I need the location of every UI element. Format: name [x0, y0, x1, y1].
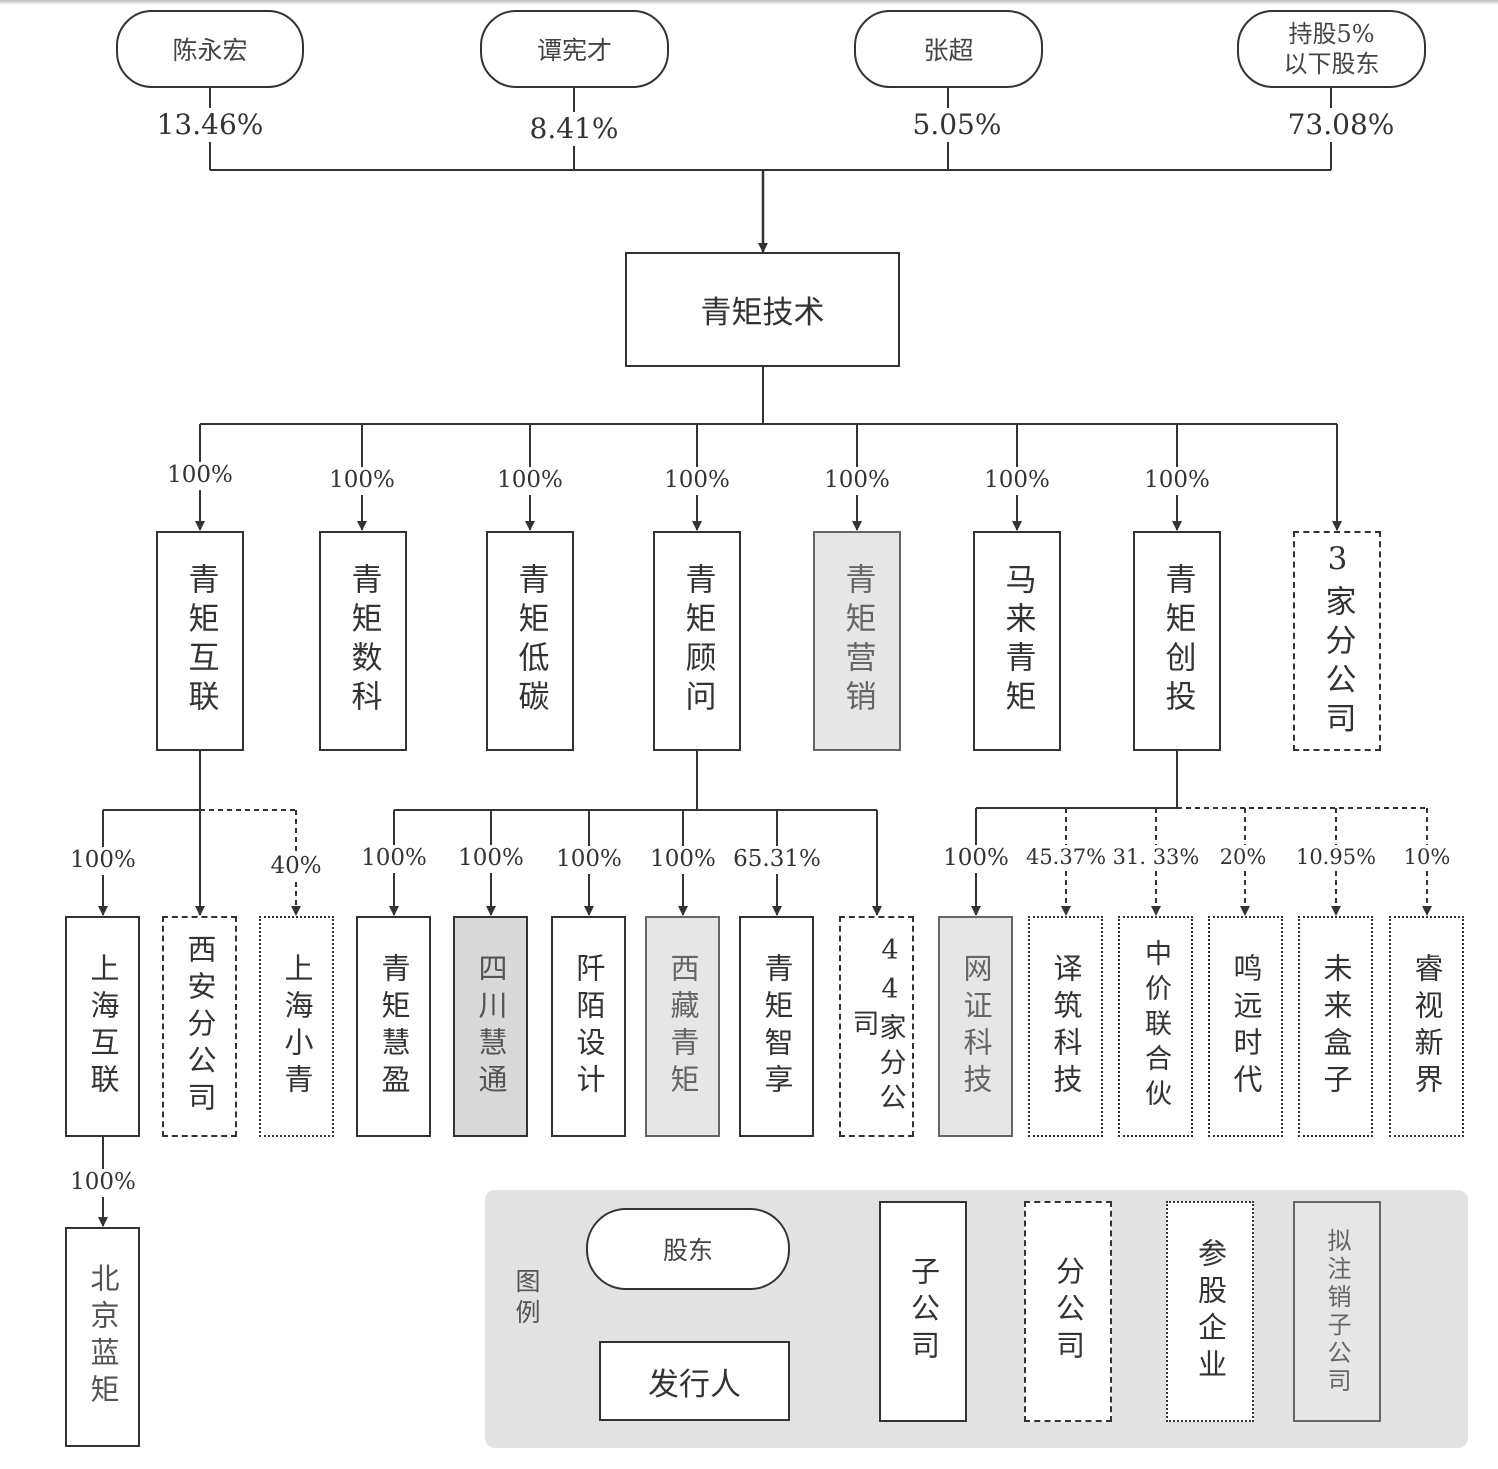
branch-office-node: 3家分公司 [1293, 531, 1381, 751]
legend-subsidiary-label: 子公司 [906, 1256, 941, 1367]
subsidiary-name: 青矩低碳 [512, 563, 549, 719]
legend-to-be-cancelled-sample: 拟注销子公司 [1293, 1201, 1381, 1422]
child-percent: 100% [941, 845, 1011, 873]
child-percent: 100% [68, 1169, 138, 1197]
associate-node: 译筑科技 [1028, 916, 1103, 1137]
legend-issuer-sample: 发行人 [599, 1341, 790, 1421]
shareholder-name-line2: 以下股东 [1283, 50, 1380, 78]
subsidiary-percent: 100% [495, 467, 565, 495]
legend-issuer-label: 发行人 [648, 1366, 741, 1403]
shareholder-name: 谭宪才 [536, 36, 612, 65]
subsidiary-name: 青矩营销 [839, 563, 876, 719]
associate-node: 鸣远时代 [1208, 916, 1283, 1137]
associate-name: 未来盒子 [1319, 952, 1353, 1101]
legend-branch-sample: 分公司 [1024, 1201, 1112, 1422]
child-percent: 45.37% [1023, 845, 1109, 871]
subsidiary-percent: 100% [982, 467, 1052, 495]
subsidiary-name: 青矩智享 [760, 952, 794, 1101]
branch-office-name: 3家分公司 [1319, 541, 1356, 741]
legend-associate-label: 参股企业 [1193, 1237, 1228, 1386]
subsidiary-node-to-be-cancelled: 四川慧通 [453, 916, 528, 1137]
associate-name: 上海小青 [280, 952, 314, 1101]
subsidiary-percent: 100% [165, 462, 235, 490]
subsidiary-percent: 100% [822, 467, 892, 495]
child-percent: 10% [1401, 845, 1453, 871]
child-percent: 100% [68, 847, 138, 875]
branch-office-name: 44家分公司 [847, 935, 906, 1118]
subsidiary-name: 四川慧通 [474, 952, 508, 1101]
child-percent: 10.95% [1293, 845, 1379, 871]
shareholder-name-line1: 持股5% [1288, 20, 1375, 48]
subsidiary-node: 马来青矩 [973, 531, 1061, 751]
shareholder-node: 张超 [854, 10, 1043, 88]
subsidiary-node-to-be-cancelled: 西藏青矩 [645, 916, 720, 1137]
subsidiary-percent: 100% [1142, 467, 1212, 495]
associate-name: 译筑科技 [1049, 952, 1083, 1101]
subsidiary-node: 青矩顾问 [653, 531, 741, 751]
subsidiary-name: 青矩数科 [345, 563, 382, 719]
subsidiary-percent: 100% [327, 467, 397, 495]
subsidiary-name: 上海互联 [86, 952, 120, 1101]
subsidiary-node: 青矩智享 [739, 916, 814, 1137]
child-percent: 100% [648, 846, 718, 874]
shareholder-node: 陈永宏 [116, 10, 304, 88]
subsidiary-name: 阡陌设计 [572, 952, 606, 1101]
legend-subsidiary-sample: 子公司 [879, 1201, 967, 1422]
subsidiary-node: 阡陌设计 [551, 916, 626, 1137]
shareholder-name: 张超 [923, 36, 974, 65]
legend-branch-label: 分公司 [1051, 1256, 1086, 1367]
legend-associate-sample: 参股企业 [1166, 1201, 1254, 1422]
branch-office-name: 西安分公司 [183, 934, 217, 1119]
subsidiary-name: 北京蓝矩 [86, 1263, 120, 1411]
branch-office-node: 西安分公司 [162, 916, 237, 1137]
child-percent: 100% [359, 845, 429, 873]
subsidiary-node: 北京蓝矩 [65, 1227, 140, 1447]
associate-node: 上海小青 [259, 916, 334, 1137]
shareholder-node: 持股5% 以下股东 [1237, 10, 1426, 88]
subsidiary-name: 青矩顾问 [679, 563, 716, 719]
shareholder-name: 陈永宏 [172, 36, 248, 65]
child-percent: 100% [554, 846, 624, 874]
shareholding-percent: 5.05% [910, 108, 1004, 142]
subsidiary-percent: 100% [662, 467, 732, 495]
child-percent: 20% [1217, 845, 1269, 871]
issuer-name: 青矩技术 [700, 295, 825, 331]
subsidiary-node: 青矩创投 [1133, 531, 1221, 751]
legend-title: 图例 [512, 1268, 541, 1330]
associate-node: 中价联合伙 [1118, 916, 1193, 1137]
associate-name: 中价联合伙 [1140, 939, 1171, 1114]
window-top-shadow [0, 0, 1498, 5]
subsidiary-name: 青矩互联 [182, 563, 219, 719]
subsidiary-node: 青矩数科 [319, 531, 407, 751]
associate-name: 鸣远时代 [1229, 952, 1263, 1101]
child-percent: 40% [268, 853, 324, 881]
subsidiary-name: 青矩慧盈 [377, 952, 411, 1101]
shareholding-percent: 8.41% [527, 112, 621, 146]
subsidiary-name: 马来青矩 [999, 563, 1036, 719]
subsidiary-name: 网证科技 [959, 952, 993, 1101]
legend-to-be-cancelled-label: 拟注销子公司 [1323, 1227, 1351, 1396]
shareholding-percent: 13.46% [154, 108, 266, 142]
legend-shareholder-sample: 股东 [586, 1208, 790, 1290]
shareholding-percent: 73.08% [1285, 108, 1397, 142]
subsidiary-node: 上海互联 [65, 916, 140, 1137]
child-percent: 100% [456, 845, 526, 873]
issuer-node: 青矩技术 [625, 252, 900, 367]
subsidiary-node: 青矩低碳 [486, 531, 574, 751]
shareholder-node: 谭宪才 [480, 10, 669, 88]
associate-node: 睿视新界 [1389, 916, 1464, 1137]
subsidiary-name: 青矩创投 [1159, 563, 1196, 719]
child-percent: 31. 33% [1110, 845, 1202, 871]
associate-name: 睿视新界 [1410, 952, 1444, 1101]
subsidiary-node-to-be-cancelled: 青矩营销 [813, 531, 901, 751]
branch-office-node: 44家分公司 [839, 916, 914, 1137]
subsidiary-name: 西藏青矩 [666, 952, 700, 1101]
associate-node: 未来盒子 [1298, 916, 1373, 1137]
legend-shareholder-label: 股东 [662, 1236, 713, 1265]
subsidiary-node-to-be-cancelled: 网证科技 [938, 916, 1013, 1137]
subsidiary-node: 青矩互联 [156, 531, 244, 751]
child-percent: 65.31% [731, 846, 823, 874]
subsidiary-node: 青矩慧盈 [356, 916, 431, 1137]
